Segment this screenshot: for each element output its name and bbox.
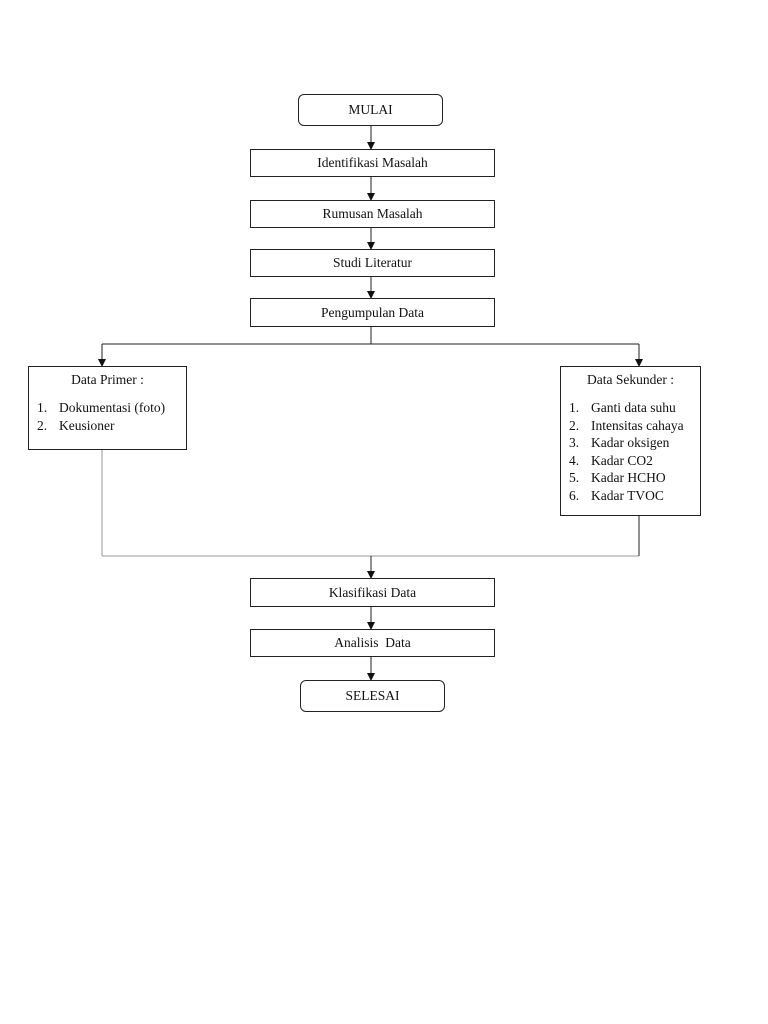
list-item: 2. Keusioner bbox=[37, 417, 178, 435]
list-item-number: 2. bbox=[37, 417, 48, 433]
end-terminal: SELESAI bbox=[300, 680, 445, 712]
list-item: 1. Dokumentasi (foto) bbox=[37, 399, 178, 417]
data-primer-list: 1. Dokumentasi (foto) 2. Keusioner bbox=[37, 399, 178, 434]
step-analisis-data: Analisis Data bbox=[250, 629, 495, 657]
list-item-number: 1. bbox=[37, 400, 48, 415]
list-item-number: 1. bbox=[569, 400, 580, 415]
list-item: 4. Kadar CO2 bbox=[569, 452, 692, 470]
data-primer-box: Data Primer : 1. Dokumentasi (foto) 2. K… bbox=[28, 366, 187, 450]
list-item-number: 6. bbox=[569, 487, 580, 503]
list-item-text: Ganti data suhu bbox=[591, 400, 676, 415]
list-item: 5. Kadar HCHO bbox=[569, 469, 692, 487]
list-item: 1. Ganti data suhu bbox=[569, 399, 692, 417]
data-primer-heading: Data Primer : bbox=[71, 372, 144, 387]
step-klasifikasi-data: Klasifikasi Data bbox=[250, 578, 495, 607]
list-item-number: 4. bbox=[569, 452, 580, 468]
data-sekunder-heading: Data Sekunder : bbox=[587, 372, 674, 387]
list-item-text: Keusioner bbox=[59, 417, 115, 433]
list-item-text: Kadar oksigen bbox=[591, 435, 670, 450]
list-item-text: Kadar HCHO bbox=[591, 470, 666, 485]
list-item-text: Kadar TVOC bbox=[591, 487, 664, 503]
list-item-text: Kadar CO2 bbox=[591, 452, 653, 468]
list-item-number: 2. bbox=[569, 417, 580, 433]
list-item: 6. Kadar TVOC bbox=[569, 487, 692, 505]
list-item-text: Dokumentasi (foto) bbox=[59, 400, 166, 415]
list-item-number: 5. bbox=[569, 470, 580, 485]
list-item-text: Intensitas cahaya bbox=[591, 417, 684, 433]
list-item: 2. Intensitas cahaya bbox=[569, 417, 692, 435]
start-terminal: MULAI bbox=[298, 94, 443, 126]
step-rumusan-masalah: Rumusan Masalah bbox=[250, 200, 495, 228]
list-item-number: 3. bbox=[569, 435, 580, 450]
list-item: 3. Kadar oksigen bbox=[569, 434, 692, 452]
step-identifikasi-masalah: Identifikasi Masalah bbox=[250, 149, 495, 177]
step-pengumpulan-data: Pengumpulan Data bbox=[250, 298, 495, 327]
data-sekunder-list: 1. Ganti data suhu 2. Intensitas cahaya … bbox=[569, 399, 692, 504]
step-studi-literatur: Studi Literatur bbox=[250, 249, 495, 277]
data-sekunder-box: Data Sekunder : 1. Ganti data suhu 2. In… bbox=[560, 366, 701, 516]
